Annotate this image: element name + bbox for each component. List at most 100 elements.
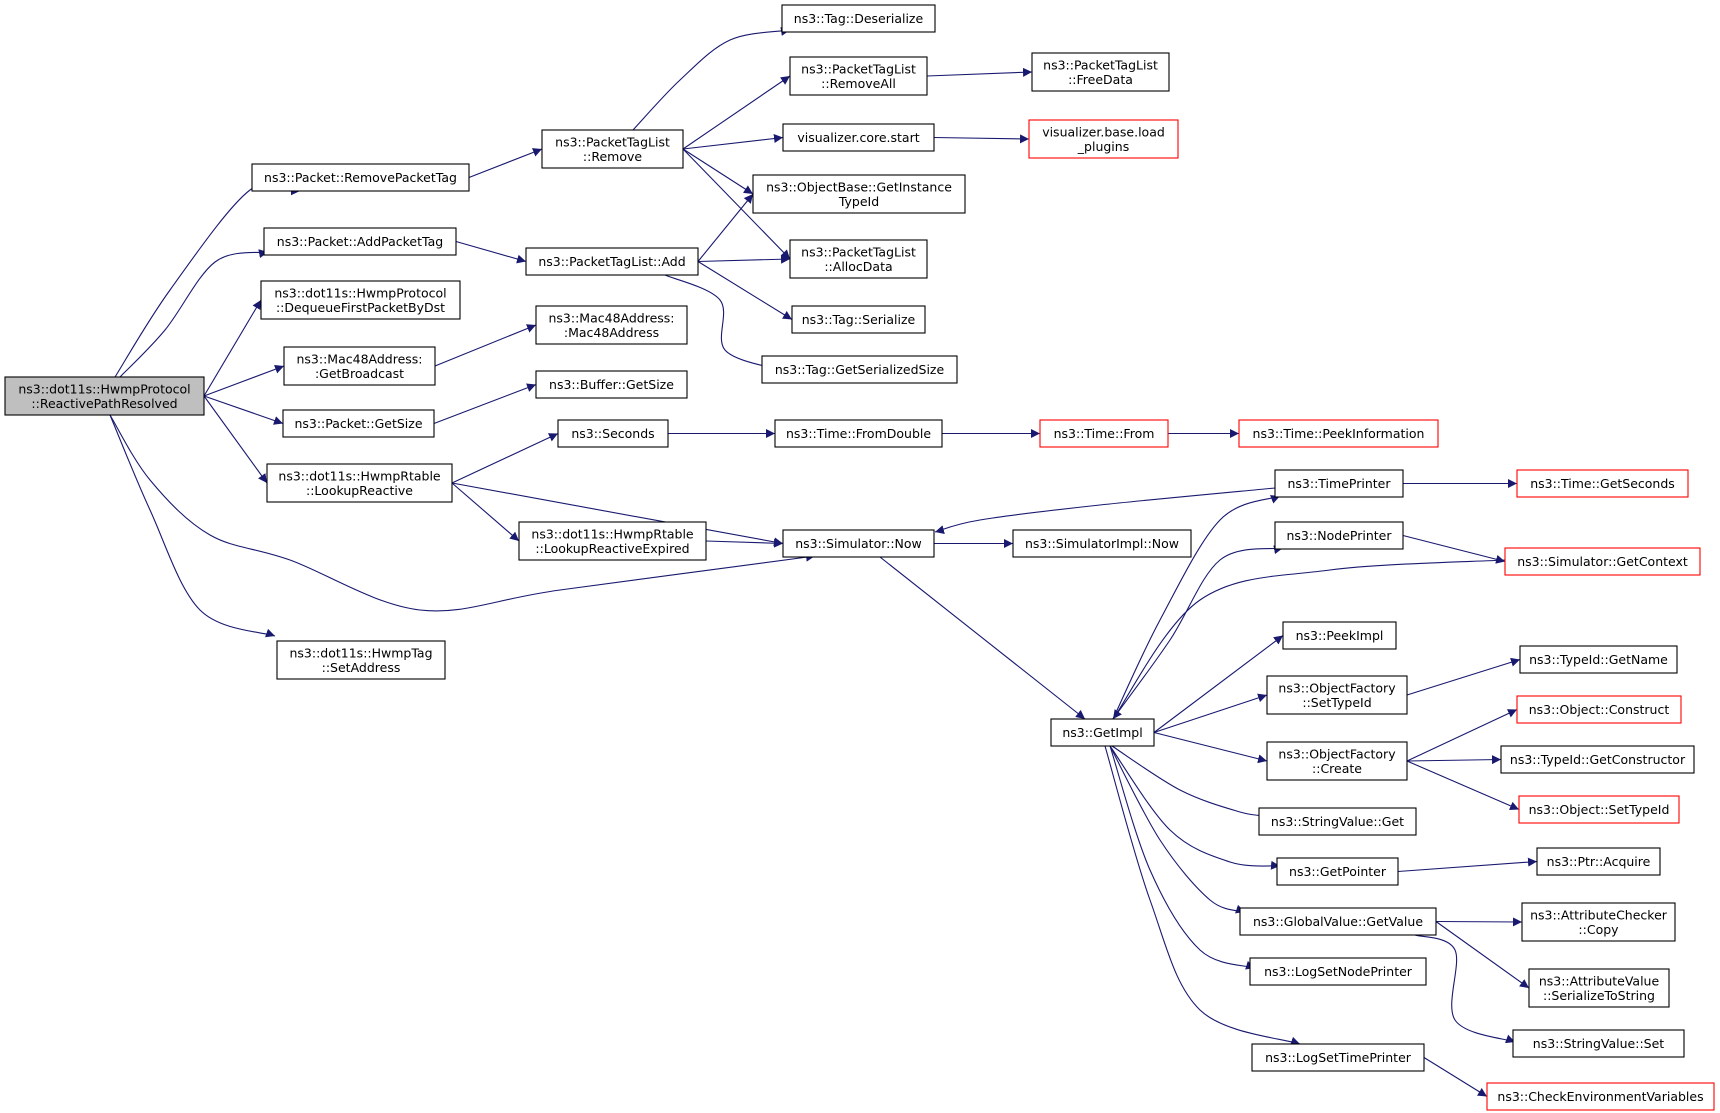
node-remove-packet-tag[interactable]: ns3::Packet::RemovePacketTag: [251, 163, 470, 192]
node-ptr-acquire[interactable]: ns3::Ptr::Acquire: [1536, 847, 1661, 876]
edge-add-packet-tag-to-ptl-add: [455, 240, 527, 264]
node-label-line: ns3::ObjectBase::GetInstance: [766, 179, 952, 194]
node-label-line: ::AllocData: [824, 259, 892, 274]
node-string-value-set[interactable]: ns3::StringValue::Set: [1512, 1029, 1685, 1058]
node-label-line: ns3::CheckEnvironmentVariables: [1497, 1089, 1703, 1104]
node-tag-get-serialized-size[interactable]: ns3::Tag::GetSerializedSize: [761, 355, 958, 384]
edge-ptl-add-to-get-instance-type-id: [697, 193, 754, 262]
node-label-line: ns3::Time::PeekInformation: [1253, 426, 1425, 441]
node-global-value-get-value[interactable]: ns3::GlobalValue::GetValue: [1239, 907, 1437, 936]
edge-viz-core-start-to-viz-load-plugins: [933, 134, 1030, 144]
node-log-set-time-printer[interactable]: ns3::LogSetTimePrinter: [1251, 1043, 1425, 1072]
node-get-broadcast[interactable]: ns3::Mac48Address::GetBroadcast: [283, 346, 436, 386]
node-label-line: ns3::ObjectFactory: [1278, 680, 1396, 695]
node-add-packet-tag[interactable]: ns3::Packet::AddPacketTag: [263, 227, 457, 256]
node-box: [1249, 957, 1427, 986]
node-ptl-free-data[interactable]: ns3::PacketTagList::FreeData: [1031, 52, 1170, 92]
node-box: [761, 355, 958, 384]
edge-get-impl-to-log-set-node-printer: [1109, 745, 1256, 970]
node-tag-deserialize[interactable]: ns3::Tag::Deserialize: [781, 4, 936, 33]
node-label-line: ns3::dot11s::HwmpRtable: [531, 526, 694, 541]
node-buffer-get-size[interactable]: ns3::Buffer::GetSize: [535, 370, 688, 399]
node-time-get-seconds[interactable]: ns3::Time::GetSeconds: [1516, 469, 1689, 498]
node-sim-impl-now[interactable]: ns3::SimulatorImpl::Now: [1012, 529, 1192, 558]
node-label-line: ns3::PacketTagList: [555, 134, 670, 149]
node-viz-core-start[interactable]: visualizer.core.start: [782, 123, 935, 152]
node-ptl-alloc-data[interactable]: ns3::PacketTagList::AllocData: [789, 239, 928, 279]
node-box: [1251, 1043, 1425, 1072]
node-box: [1512, 1029, 1685, 1058]
node-label-line: :Mac48Address: [564, 325, 659, 340]
edge-sim-get-context-to-get-impl: [1112, 559, 1506, 720]
node-time-from-double[interactable]: ns3::Time::FromDouble: [774, 419, 943, 448]
node-packet-get-size[interactable]: ns3::Packet::GetSize: [282, 409, 435, 438]
node-root[interactable]: ns3::dot11s::HwmpProtocol::ReactivePathR…: [4, 376, 205, 416]
node-box: [782, 123, 935, 152]
node-get-impl[interactable]: ns3::GetImpl: [1050, 718, 1155, 747]
node-box: [1528, 968, 1670, 1008]
node-sim-get-context[interactable]: ns3::Simulator::GetContext: [1504, 547, 1701, 576]
node-dequeue-first[interactable]: ns3::dot11s::HwmpProtocol::DequeueFirstP…: [260, 280, 461, 320]
node-time-from[interactable]: ns3::Time::From: [1039, 419, 1169, 448]
node-box: [752, 174, 966, 214]
node-string-value-get[interactable]: ns3::StringValue::Get: [1258, 807, 1417, 836]
node-type-id-get-constructor[interactable]: ns3::TypeId::GetConstructor: [1500, 745, 1695, 774]
node-label-line: ns3::Simulator::GetContext: [1517, 554, 1688, 569]
node-check-env-vars[interactable]: ns3::CheckEnvironmentVariables: [1486, 1082, 1715, 1111]
node-time-printer[interactable]: ns3::TimePrinter: [1274, 469, 1404, 498]
edge-global-value-get-value-to-attr-value-serialize: [1435, 921, 1530, 989]
node-label-line: ns3::StringValue::Get: [1271, 814, 1404, 829]
node-ptl-remove-all[interactable]: ns3::PacketTagList::RemoveAll: [789, 56, 928, 96]
node-box: [791, 305, 926, 334]
node-object-construct[interactable]: ns3::Object::Construct: [1516, 695, 1682, 724]
node-node-printer[interactable]: ns3::NodePrinter: [1274, 521, 1404, 550]
node-mac48-ctor[interactable]: ns3::Mac48Address::Mac48Address: [535, 305, 688, 345]
node-of-create[interactable]: ns3::ObjectFactory::Create: [1266, 741, 1408, 781]
edge-ptl-remove-to-get-instance-type-id: [682, 148, 754, 195]
node-lookup-reactive-expired[interactable]: ns3::dot11s::HwmpRtable::LookupReactiveE…: [518, 521, 707, 561]
node-object-set-type-id[interactable]: ns3::Object::SetTypeId: [1518, 795, 1680, 824]
node-viz-load-plugins[interactable]: visualizer.base.load_plugins: [1028, 119, 1179, 159]
node-label-line: ns3::PeekImpl: [1296, 628, 1384, 643]
node-label-line: TypeId: [838, 194, 879, 209]
edge-root-to-add-packet-tag: [119, 249, 269, 378]
node-ptl-remove[interactable]: ns3::PacketTagList::Remove: [541, 129, 684, 169]
node-label-line: ns3::Mac48Address:: [296, 351, 422, 366]
node-box: [789, 239, 928, 279]
edge-of-create-to-object-construct: [1406, 709, 1518, 762]
node-attr-value-serialize[interactable]: ns3::AttributeValue::SerializeToString: [1528, 968, 1670, 1008]
node-box: [518, 521, 707, 561]
node-lookup-reactive[interactable]: ns3::dot11s::HwmpRtable::LookupReactive: [266, 463, 453, 503]
node-ptl-add[interactable]: ns3::PacketTagList::Add: [525, 247, 699, 276]
node-label-line: ns3::dot11s::HwmpProtocol: [18, 381, 190, 396]
node-get-pointer[interactable]: ns3::GetPointer: [1276, 857, 1399, 886]
edge-time-printer-to-sim-now: [934, 487, 1276, 535]
edge-packet-get-size-to-buffer-get-size: [433, 383, 537, 425]
node-label-line: ns3::Ptr::Acquire: [1547, 854, 1651, 869]
node-log-set-node-printer[interactable]: ns3::LogSetNodePrinter: [1249, 957, 1427, 986]
node-time-peek-info[interactable]: ns3::Time::PeekInformation: [1238, 419, 1439, 448]
node-peek-impl[interactable]: ns3::PeekImpl: [1282, 621, 1397, 650]
edge-root-to-get-broadcast: [203, 364, 285, 397]
node-type-id-get-name[interactable]: ns3::TypeId::GetName: [1519, 645, 1678, 674]
node-box: [1518, 795, 1680, 824]
edge-ptl-remove-to-tag-deserialize: [632, 27, 791, 131]
node-label-line: ns3::Time::From: [1054, 426, 1155, 441]
edge-sim-now-to-get-impl: [879, 556, 1086, 720]
node-of-set-type-id[interactable]: ns3::ObjectFactory::SetTypeId: [1266, 675, 1408, 715]
node-label-line: ns3::Tag::GetSerializedSize: [775, 362, 945, 377]
node-label-line: ns3::dot11s::HwmpRtable: [278, 468, 441, 483]
node-sim-now[interactable]: ns3::Simulator::Now: [782, 529, 935, 558]
edge-get-impl-to-get-pointer: [1109, 745, 1281, 870]
node-label-line: ns3::TimePrinter: [1288, 476, 1392, 491]
node-tag-serialize[interactable]: ns3::Tag::Serialize: [791, 305, 926, 334]
node-label-line: ::DequeueFirstPacketByDst: [276, 300, 445, 315]
node-attr-checker-copy[interactable]: ns3::AttributeChecker::Copy: [1521, 902, 1676, 942]
node-box: [1486, 1082, 1715, 1111]
node-seconds[interactable]: ns3::Seconds: [557, 419, 669, 448]
node-label-line: ns3::AttributeChecker: [1530, 907, 1668, 922]
node-box: [1504, 547, 1701, 576]
node-box: [1519, 645, 1678, 674]
node-hwmp-tag-set-address[interactable]: ns3::dot11s::HwmpTag::SetAddress: [276, 640, 446, 680]
